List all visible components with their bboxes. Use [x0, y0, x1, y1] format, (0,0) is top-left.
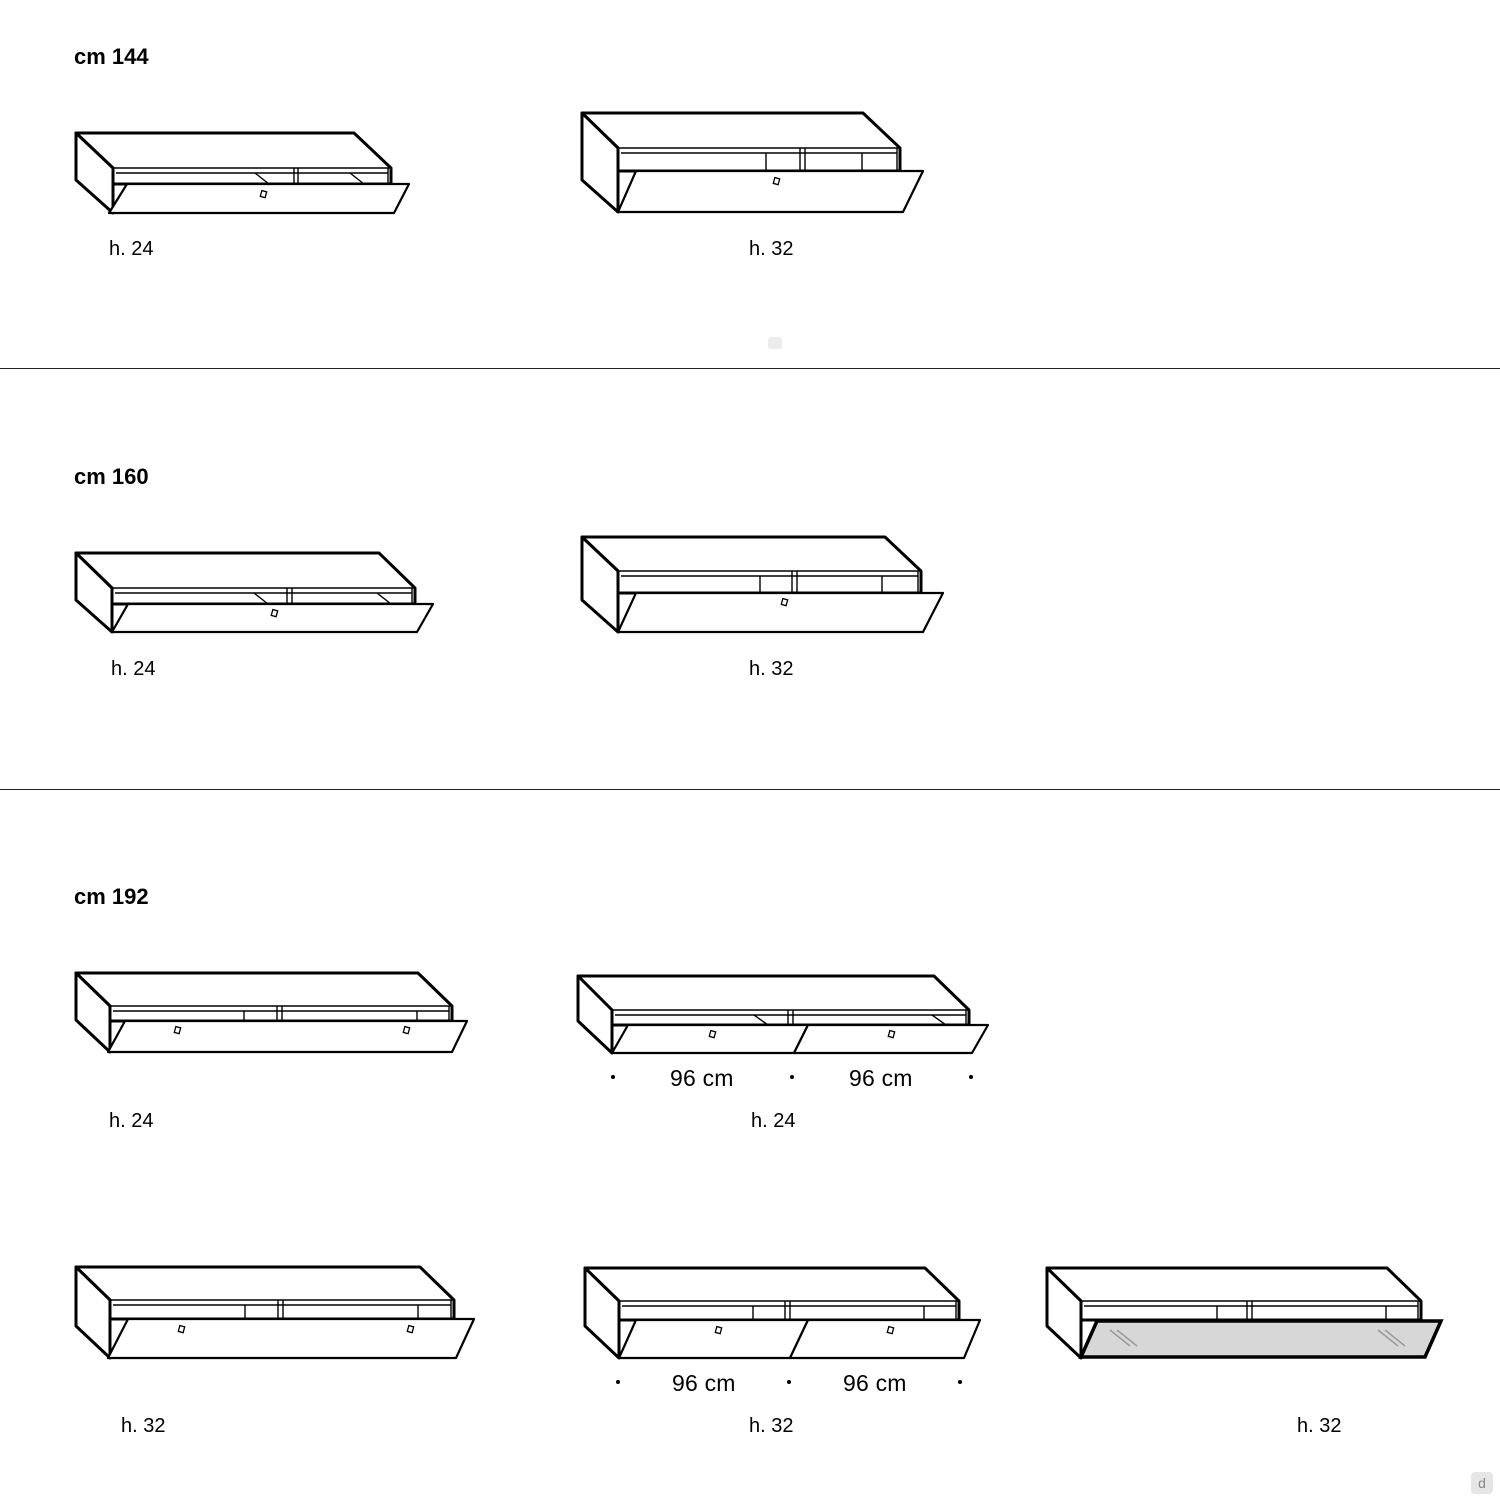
section-title-cm-144: cm 144: [74, 44, 149, 69]
dimension-tick: [616, 1380, 620, 1384]
height-label: h. 24: [111, 658, 156, 680]
dimension-tick: [611, 1075, 615, 1079]
section-divider: [0, 789, 1500, 790]
brand-badge-icon: d: [1471, 1472, 1493, 1494]
height-label: h. 32: [749, 1415, 794, 1437]
section-title-cm-192: cm 192: [74, 884, 149, 909]
height-label: h. 32: [749, 238, 794, 260]
cabinet-192-h32-two-flap-drawing: [583, 1266, 982, 1360]
dimension-tick: [790, 1075, 794, 1079]
section-divider: [0, 368, 1500, 369]
cabinet-192-h32-drawing: [74, 1265, 476, 1360]
height-label: h. 24: [751, 1110, 796, 1132]
cabinet-160-h24-drawing: [74, 551, 435, 634]
dimension-label: 96 cm: [849, 1065, 913, 1091]
cabinet-144-h32-drawing: [580, 111, 925, 214]
height-label: h. 32: [121, 1415, 166, 1437]
section-title-cm-160: cm 160: [74, 464, 149, 489]
dimension-tick: [969, 1075, 973, 1079]
height-label: h. 32: [749, 658, 794, 680]
decorative-blob: [768, 337, 782, 349]
dimension-tick: [958, 1380, 962, 1384]
dimension-label: 96 cm: [843, 1370, 907, 1396]
cabinet-192-h32-glass-drawing: [1045, 1266, 1444, 1360]
height-label: h. 24: [109, 238, 154, 260]
height-label: h. 24: [109, 1110, 154, 1132]
dimension-label: 96 cm: [670, 1065, 734, 1091]
cabinet-144-h24-drawing: [74, 131, 411, 215]
cabinet-192-h24-two-flap-drawing: [576, 974, 990, 1055]
height-label: h. 32: [1297, 1415, 1342, 1437]
cabinet-192-h24-drawing: [74, 971, 469, 1054]
dimension-tick: [787, 1380, 791, 1384]
cabinet-160-h32-drawing: [580, 535, 945, 634]
dimension-label: 96 cm: [672, 1370, 736, 1396]
